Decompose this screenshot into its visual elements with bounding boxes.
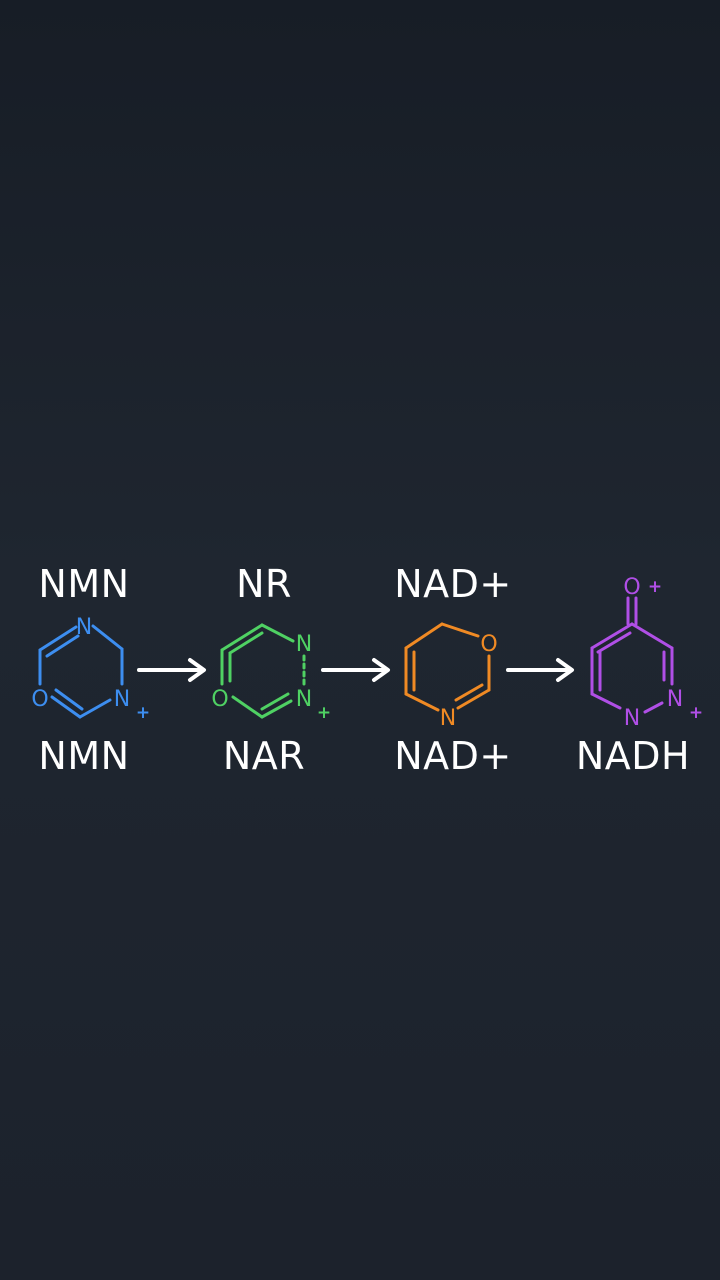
atom-n-label: N xyxy=(76,615,92,640)
oxazine-ring-icon xyxy=(404,622,491,712)
atom-n-label: N xyxy=(296,687,312,712)
molecule-4-bottom-label: NADH xyxy=(575,734,691,778)
atom-n-label: N xyxy=(296,632,312,657)
charge-plus-label: + xyxy=(136,703,150,723)
molecule-2-bottom-label: NAR xyxy=(222,734,306,778)
right-arrow-icon xyxy=(321,658,390,682)
atom-n-label: N xyxy=(667,687,683,712)
atom-o-label: O xyxy=(31,687,48,712)
pyrimidine-ring-icon xyxy=(38,624,124,719)
charge-plus-label: + xyxy=(317,703,331,723)
atom-n-label: N xyxy=(624,706,640,731)
atom-o-label: O xyxy=(623,575,640,600)
pyridazinone-ring-icon xyxy=(590,596,674,714)
atom-o-label: O xyxy=(211,687,228,712)
molecule-3-bottom-label: NAD+ xyxy=(394,734,512,778)
atom-o-label: O xyxy=(480,632,497,657)
atom-n-label: N xyxy=(114,687,130,712)
molecule-1-top-label: NMN xyxy=(38,562,130,606)
right-arrow-icon xyxy=(506,658,574,682)
right-arrow-icon xyxy=(137,658,206,682)
carbonyl-charge-label: + xyxy=(648,577,662,597)
molecule-1-bottom-label: NMN xyxy=(38,734,130,778)
molecule-3-top-label: NAD+ xyxy=(394,562,512,606)
molecule-2-top-label: NR xyxy=(236,562,292,606)
triazine-ring-icon xyxy=(220,623,306,719)
charge-plus-label: + xyxy=(689,703,703,723)
atom-n-label: N xyxy=(440,706,456,731)
